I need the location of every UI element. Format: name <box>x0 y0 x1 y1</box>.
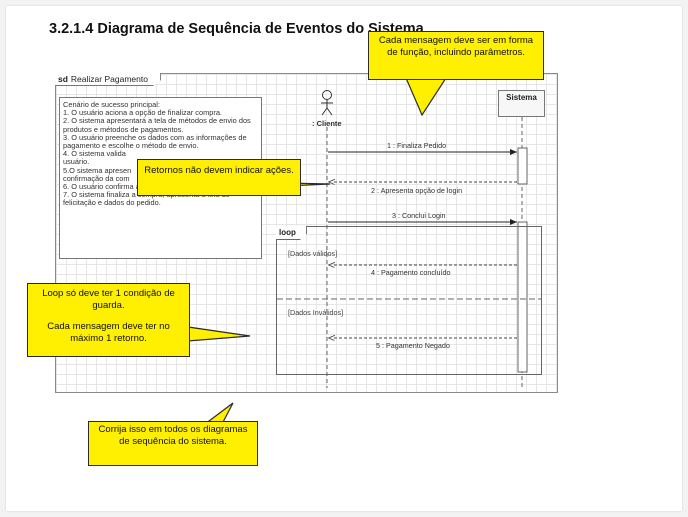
message-label-1: 1 : Finaliza Pedido <box>387 141 447 150</box>
actor-label: : Cliente <box>312 119 342 128</box>
callout-loop: Loop só deve ter 1 condição de guarda. C… <box>27 283 190 357</box>
message-label-2: 2 : Apresenta opção de login <box>371 186 463 195</box>
callout-returns: Retornos não devem indicar ações. <box>137 159 301 196</box>
scenario-line: 5.O sistema apresen <box>63 165 132 175</box>
callout-loop-line-1: Loop só deve ter 1 condição de guarda. <box>42 288 175 311</box>
scenario-line: usuário. <box>63 157 90 167</box>
message-label-5: 5 : Pagamento Negado <box>376 341 450 350</box>
callout-loop-line-2: Cada mensagem deve ter no máximo 1 retor… <box>47 321 170 344</box>
activation-bar <box>517 147 528 185</box>
scenario-line: confirmação da com <box>63 173 130 183</box>
callout-fix-all: Corrija isso em todos os diagramas de se… <box>88 421 258 466</box>
scenario-line: 3. O usuário preenche os dados com as in… <box>63 132 247 151</box>
scenario-line: 6. O usuário confirma a compra. <box>63 182 169 192</box>
section-heading: 3.2.1.4 Diagrama de Sequência de Eventos… <box>49 21 424 37</box>
scenario-line: 4. O sistema valida <box>63 149 126 159</box>
guard-condition-1: [Dados válidos] <box>288 249 338 258</box>
frame-keyword: sd <box>58 74 68 84</box>
callout-tail-top <box>405 77 448 117</box>
scenario-line: 1. O usuário aciona a opção de finalizar… <box>63 108 222 118</box>
system-lifeline-head: Sistema <box>498 90 545 117</box>
loop-fragment <box>276 226 542 375</box>
frame-name: Realizar Pagamento <box>70 74 148 84</box>
message-label-3: 3 : Conclui Login <box>392 211 446 220</box>
callout-message-format: Cada mensagem deve ser em forma de funçã… <box>368 31 544 80</box>
message-label-4: 4 : Pagamento concluído <box>371 268 451 277</box>
guard-condition-2: [Dados Inválidos] <box>288 308 344 317</box>
scenario-line: 2. O sistema apresentará a tela de métod… <box>63 116 251 134</box>
callout-tail-loop <box>187 326 251 342</box>
actor-icon <box>321 90 333 116</box>
activation-bar <box>517 221 528 373</box>
loop-label: loop <box>276 226 307 240</box>
scenario-line: Cenário de sucesso principal: <box>63 100 160 109</box>
